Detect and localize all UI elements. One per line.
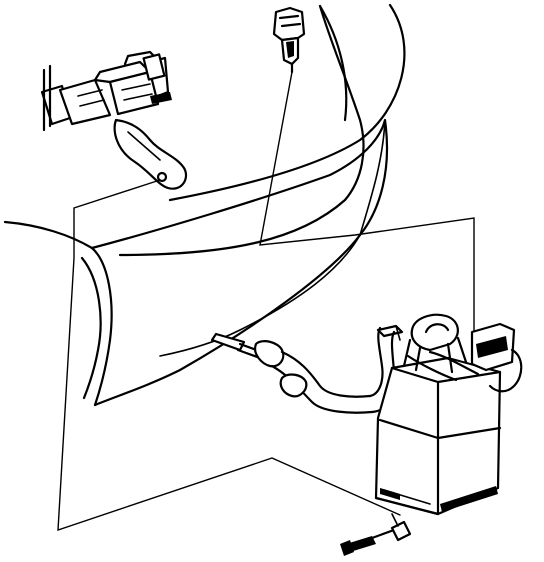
evap-canister-icon: [374, 313, 523, 516]
wheelhouse-panel-icon: [3, 118, 389, 407]
leader-lines: [57, 71, 475, 531]
vehicle-body-panel-icon: [118, 3, 406, 257]
electrical-connector-icon: [272, 6, 306, 74]
bolt-icon: [340, 513, 412, 556]
vapor-hose-icon: [210, 324, 404, 414]
mounting-bracket-icon: [113, 118, 188, 190]
solenoid-valve-icon: [40, 50, 172, 132]
